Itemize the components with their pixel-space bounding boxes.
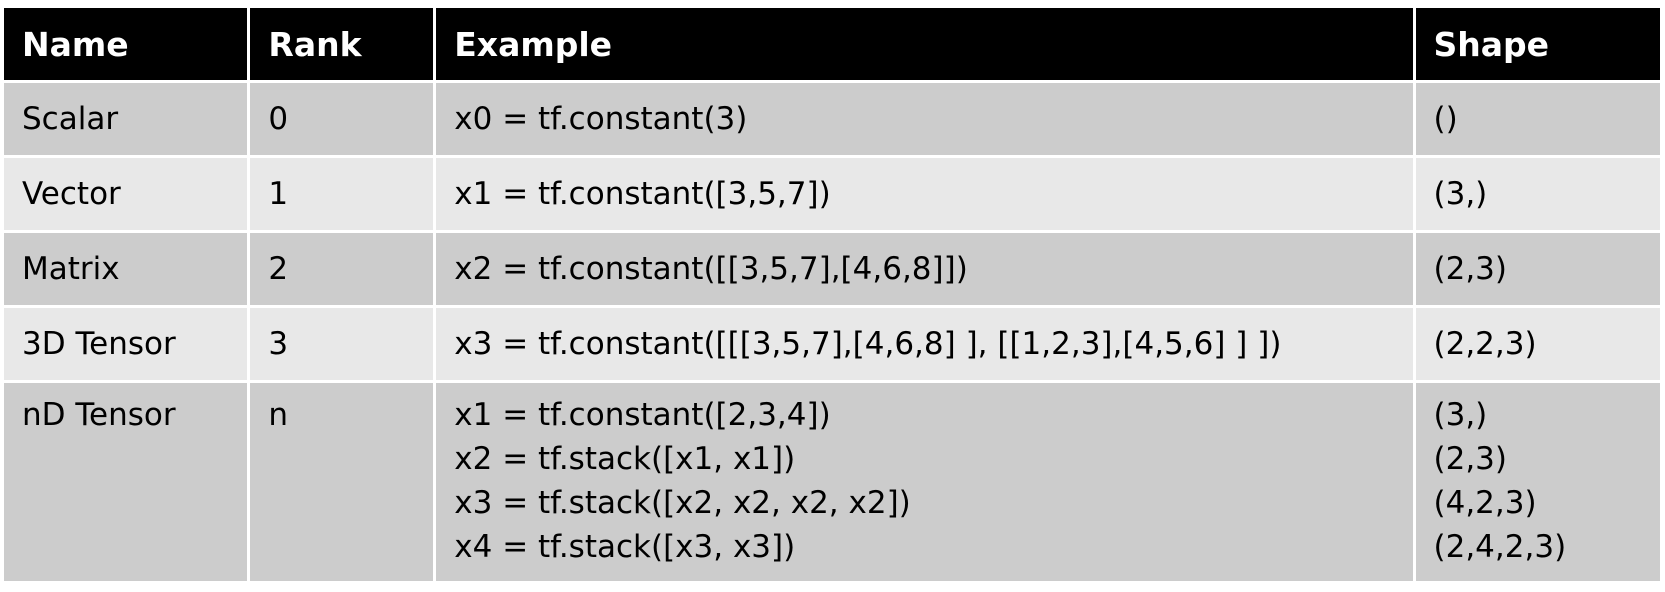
cell-shape: () (1412, 80, 1664, 158)
cell-rank: 1 (247, 155, 437, 233)
table-row: Scalar 0 x0 = tf.constant(3) () (0, 80, 1664, 158)
cell-rank: 2 (247, 230, 437, 308)
shape-line: (4,2,3) (1433, 485, 1537, 521)
cell-example: x0 = tf.constant(3) (433, 80, 1416, 158)
cell-shape: (3,) (2,3) (4,2,3) (2,4,2,3) (1412, 380, 1664, 584)
cell-name: Vector (0, 155, 251, 233)
cell-rank: 0 (247, 80, 437, 158)
example-line: x3 = tf.constant([[[3,5,7],[4,6,8] ], [[… (454, 326, 1282, 362)
example-line: x1 = tf.constant([3,5,7]) (454, 176, 831, 212)
header-shape: Shape (1412, 5, 1664, 83)
table-row: 3D Tensor 3 x3 = tf.constant([[[3,5,7],[… (0, 305, 1664, 383)
cell-rank: n (247, 380, 437, 584)
cell-shape: (2,3) (1412, 230, 1664, 308)
cell-example: x1 = tf.constant([3,5,7]) (433, 155, 1416, 233)
example-line: x1 = tf.constant([2,3,4]) (454, 397, 831, 433)
shape-line: (3,) (1433, 176, 1488, 212)
example-line: x0 = tf.constant(3) (454, 101, 748, 137)
shape-line: (3,) (1433, 397, 1488, 433)
table-header-row: Name Rank Example Shape (0, 5, 1664, 83)
header-example: Example (433, 5, 1416, 83)
cell-name: 3D Tensor (0, 305, 251, 383)
cell-shape: (3,) (1412, 155, 1664, 233)
shape-line: (2,3) (1433, 441, 1508, 477)
tensor-rank-table: Name Rank Example Shape Scalar 0 x0 = tf… (0, 5, 1664, 584)
shape-line: () (1433, 101, 1458, 137)
shape-line: (2,3) (1433, 251, 1508, 287)
table-row: Matrix 2 x2 = tf.constant([[3,5,7],[4,6,… (0, 230, 1664, 308)
cell-example: x1 = tf.constant([2,3,4]) x2 = tf.stack(… (433, 380, 1416, 584)
example-line: x4 = tf.stack([x3, x3]) (454, 529, 796, 565)
cell-shape: (2,2,3) (1412, 305, 1664, 383)
table-row: nD Tensor n x1 = tf.constant([2,3,4]) x2… (0, 380, 1664, 584)
table-row: Vector 1 x1 = tf.constant([3,5,7]) (3,) (0, 155, 1664, 233)
cell-example: x2 = tf.constant([[3,5,7],[4,6,8]]) (433, 230, 1416, 308)
shape-line: (2,4,2,3) (1433, 529, 1567, 565)
shape-line: (2,2,3) (1433, 326, 1537, 362)
cell-example: x3 = tf.constant([[[3,5,7],[4,6,8] ], [[… (433, 305, 1416, 383)
cell-name: nD Tensor (0, 380, 251, 584)
cell-name: Matrix (0, 230, 251, 308)
header-rank: Rank (247, 5, 437, 83)
example-line: x3 = tf.stack([x2, x2, x2, x2]) (454, 485, 911, 521)
cell-name: Scalar (0, 80, 251, 158)
header-name: Name (0, 5, 251, 83)
example-line: x2 = tf.stack([x1, x1]) (454, 441, 796, 477)
cell-rank: 3 (247, 305, 437, 383)
example-line: x2 = tf.constant([[3,5,7],[4,6,8]]) (454, 251, 968, 287)
